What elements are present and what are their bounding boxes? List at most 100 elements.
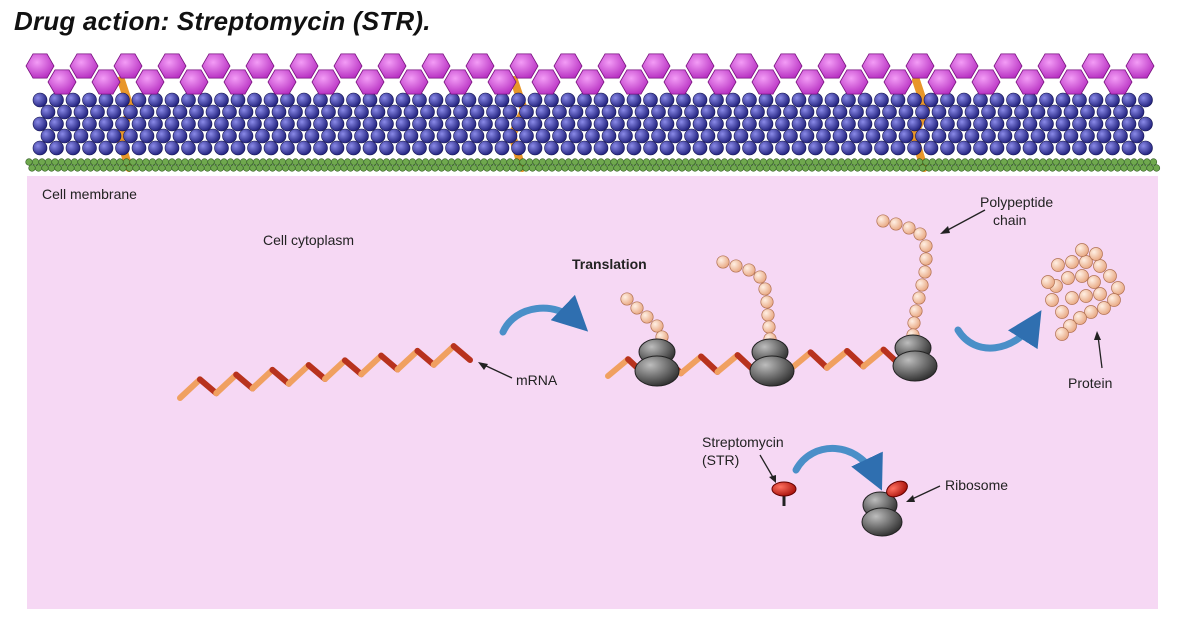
membrane-bead — [216, 164, 225, 172]
membrane-bead — [226, 158, 235, 166]
membrane-bead — [281, 164, 290, 172]
peptidoglycan-bead — [412, 92, 427, 108]
outer-membrane-hexagon — [267, 69, 297, 95]
membrane-bead — [454, 158, 462, 166]
peptidoglycan-bead — [915, 128, 930, 144]
peptidoglycan-bead — [832, 104, 848, 120]
amino-acid-bead — [762, 320, 776, 334]
peptidoglycan-bead — [849, 128, 864, 144]
peptidoglycan-bead — [717, 128, 732, 144]
membrane-bead — [519, 158, 527, 166]
membrane-bead — [938, 164, 946, 172]
peptidoglycan-bead — [1022, 140, 1038, 156]
peptidoglycan-bead — [857, 140, 873, 156]
membrane-bead — [291, 158, 300, 166]
membrane-bead — [951, 164, 959, 172]
peptidoglycan-bead — [403, 104, 419, 120]
membrane-bead — [580, 164, 589, 172]
outer-membrane-hexagon — [883, 69, 913, 95]
membrane-bead — [1022, 164, 1031, 172]
membrane-bead — [623, 158, 631, 166]
membrane-bead — [246, 158, 254, 166]
membrane-bead — [1074, 164, 1083, 172]
peptidoglycan-bead — [890, 140, 906, 156]
membrane-bead — [434, 158, 443, 166]
membrane-bead — [1071, 158, 1080, 166]
outer-membrane-hexagon — [201, 53, 231, 79]
outer-membrane-hexagon — [509, 53, 539, 79]
peptidoglycan-bead — [412, 140, 427, 156]
membrane-bead — [1061, 164, 1070, 172]
peptidoglycan-bead — [667, 104, 683, 120]
peptidoglycan-bead — [692, 92, 708, 108]
peptidoglycan-bead — [940, 140, 955, 156]
peptidoglycan-bead — [874, 116, 889, 132]
membrane-bead — [967, 158, 976, 166]
membrane-bead — [431, 164, 439, 172]
peptidoglycan-bead — [973, 116, 988, 132]
mrna-segment-light — [860, 346, 887, 370]
membrane-bead — [190, 164, 199, 172]
membrane-bead — [1068, 164, 1076, 172]
membrane-bead — [1107, 164, 1115, 172]
membrane-bead — [122, 158, 131, 166]
peptidoglycan-bead — [791, 92, 807, 108]
outer-membrane-hexagon — [179, 69, 209, 95]
peptidoglycan-bead — [1113, 104, 1128, 120]
peptidoglycan-bead — [857, 116, 873, 132]
membrane-bead — [727, 158, 735, 166]
outer-membrane-hexagon — [707, 69, 737, 95]
membrane-bead — [649, 158, 657, 166]
peptidoglycan-bead — [139, 104, 155, 120]
membrane-bead — [447, 158, 456, 166]
membrane-bead — [704, 164, 712, 172]
outer-membrane-layer — [25, 53, 1155, 95]
peptidoglycan-bead — [676, 92, 691, 108]
membrane-bead — [970, 164, 979, 172]
peptidoglycan-bead — [676, 116, 691, 132]
membrane-bead — [1019, 158, 1028, 166]
peptidoglycan-bead — [997, 104, 1013, 120]
peptidoglycan-bead — [824, 92, 840, 108]
peptidoglycan-bead — [189, 104, 204, 120]
peptidoglycan-bead — [907, 140, 922, 156]
outer-membrane-hexagon — [971, 69, 1001, 95]
membrane-bead — [28, 164, 36, 172]
peptidoglycan-bead — [882, 128, 897, 144]
membrane-bead — [613, 164, 621, 172]
protein-bead — [1041, 275, 1055, 289]
peptidoglycan-bead — [354, 128, 369, 144]
membrane-bead — [70, 158, 79, 166]
peptidoglycan-bead — [65, 116, 81, 132]
membrane-bead — [824, 158, 833, 166]
membrane-bead — [805, 158, 813, 166]
membrane-bead — [983, 164, 992, 172]
membrane-bead — [1045, 158, 1054, 166]
peptidoglycan-bead — [1014, 128, 1029, 144]
outer-membrane-hexagon — [91, 69, 121, 95]
membrane-bead — [639, 164, 647, 172]
membrane-bead — [681, 158, 690, 166]
membrane-bead — [857, 158, 865, 166]
amino-acid-bead — [909, 304, 923, 318]
membrane-bead — [974, 158, 982, 166]
peptidoglycan-bead — [197, 140, 213, 156]
peptidoglycan-bead — [494, 116, 510, 132]
peptidoglycan-bead — [49, 92, 64, 108]
peptidoglycan-bead — [115, 92, 130, 108]
membrane-bead — [304, 158, 313, 166]
membrane-bead — [376, 158, 384, 166]
peptidoglycan-bead — [1105, 140, 1120, 156]
membrane-bead — [389, 158, 397, 166]
peptidoglycan-bead — [238, 128, 254, 144]
peptidoglycan-bead — [709, 140, 724, 156]
peptidoglycan-bead — [428, 116, 444, 132]
amino-acid-bead — [912, 291, 926, 305]
membrane-bead — [892, 164, 901, 172]
membrane-bead — [909, 158, 917, 166]
peptidoglycan-bead — [956, 116, 972, 132]
membrane-bead — [977, 164, 985, 172]
peptidoglycan-bead — [263, 116, 279, 132]
peptidoglycan-bead — [247, 140, 262, 156]
